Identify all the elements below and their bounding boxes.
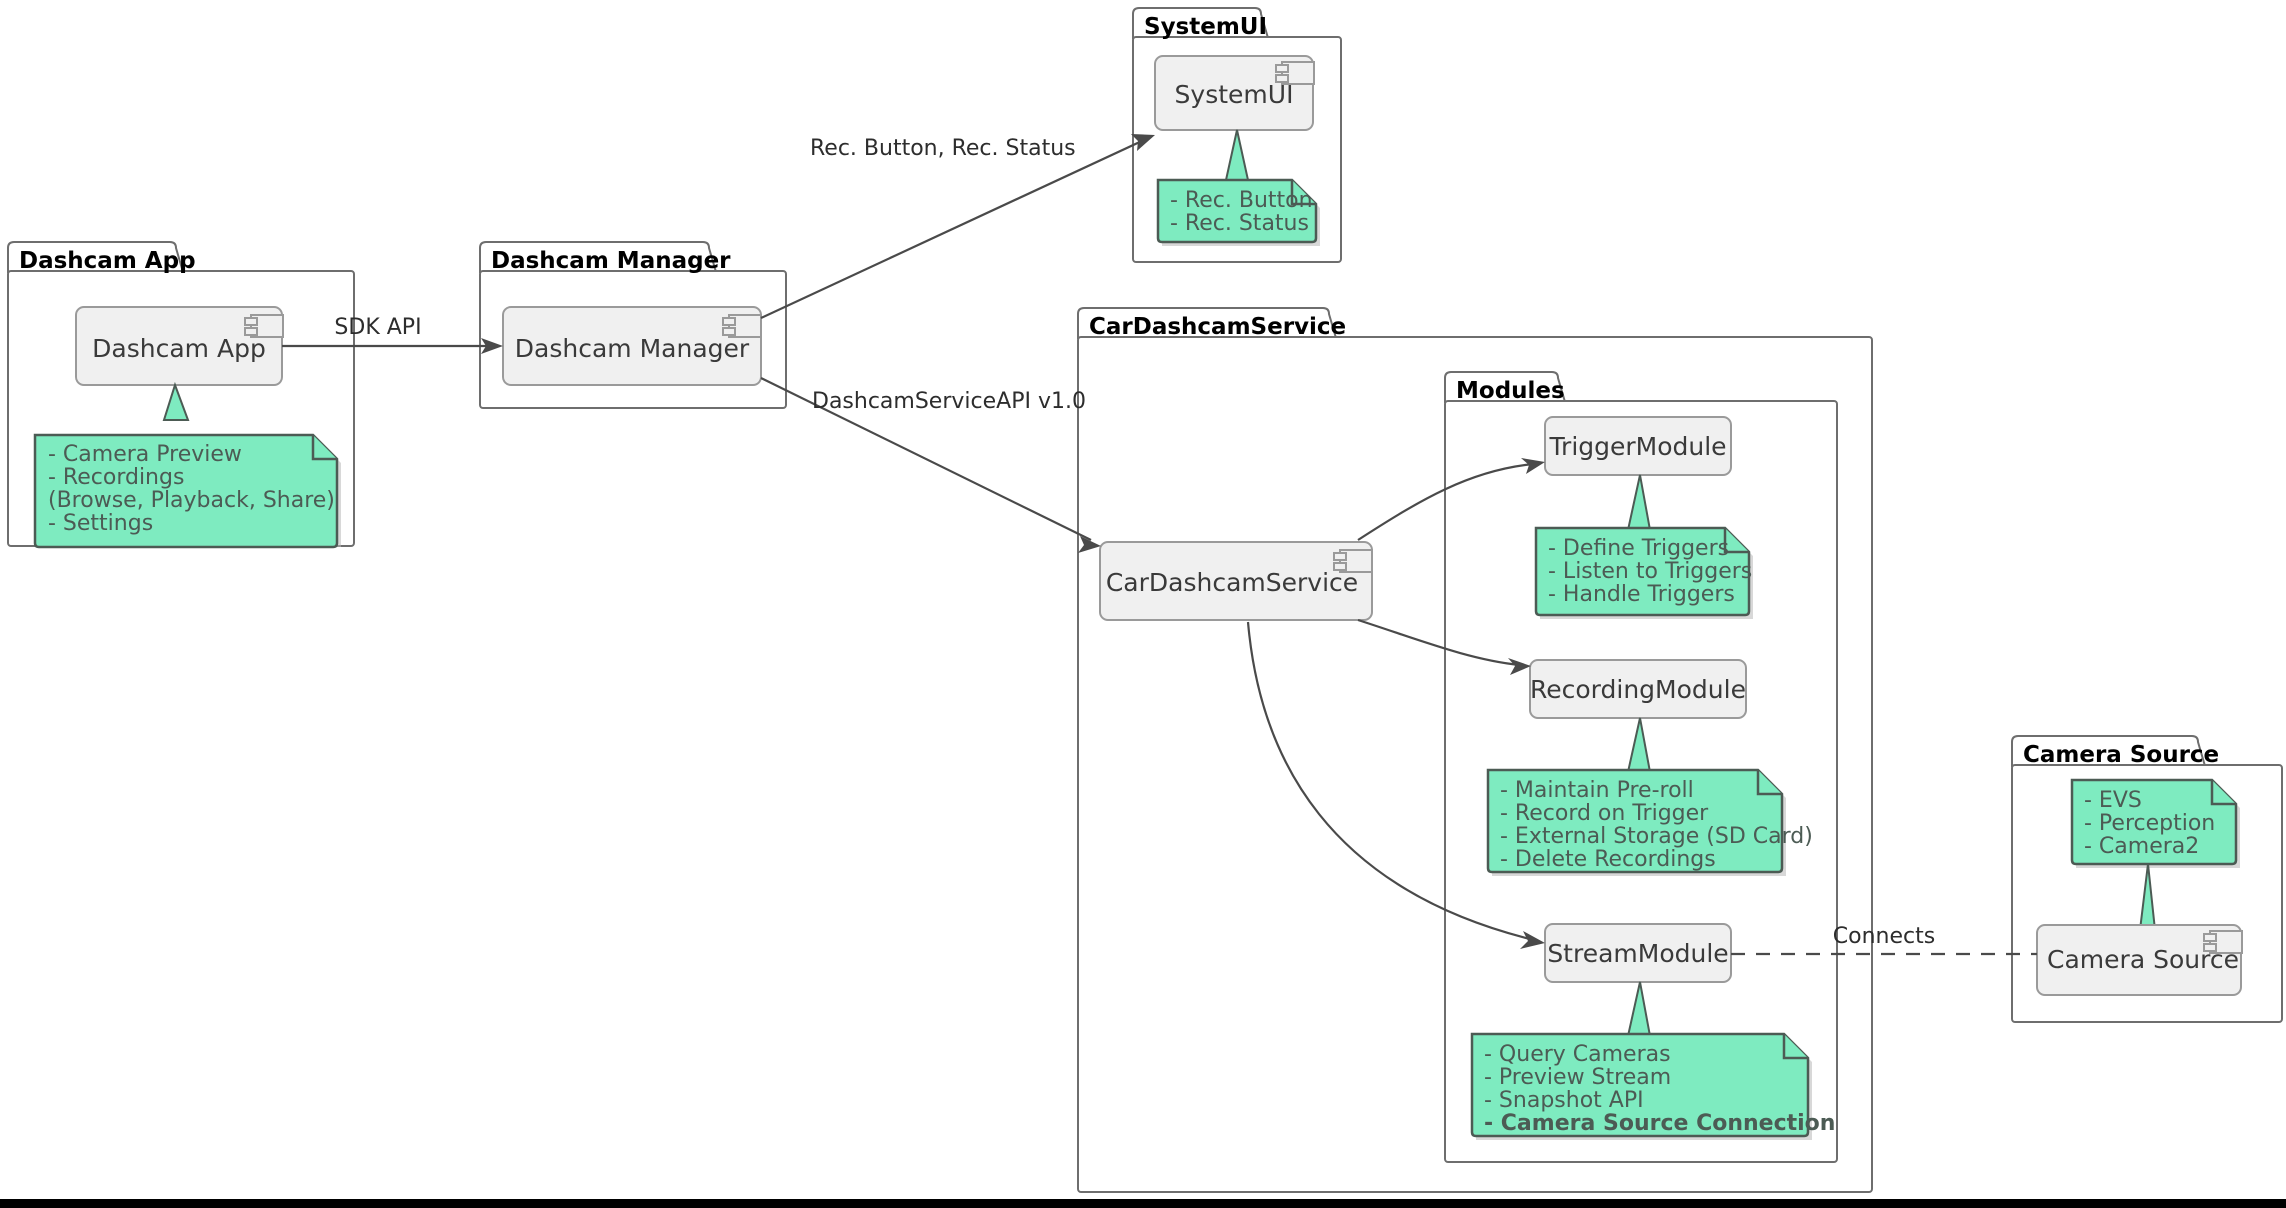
note-line: - Recordings <box>48 465 184 490</box>
edge-service-stream <box>1246 621 1545 949</box>
component-systemui[interactable]: SystemUI <box>1154 55 1315 131</box>
note-streammodule: - Query Cameras - Preview Stream - Snaps… <box>1470 1032 1835 1140</box>
component-triggermodule[interactable]: TriggerModule <box>1544 416 1732 476</box>
component-recordingmodule[interactable]: RecordingModule <box>1529 659 1747 719</box>
note-anchor-dashcam-app <box>162 381 190 421</box>
note-line: - Rec. Button <box>1170 188 1313 213</box>
note-line: - Maintain Pre-roll <box>1500 778 1694 803</box>
note-line: - Camera2 <box>2084 834 2199 859</box>
note-line: - Handle Triggers <box>1548 582 1735 607</box>
note-line: - EVS <box>2084 788 2142 813</box>
edge-label-dashcamserviceapi: DashcamServiceAPI v1.0 <box>812 389 1086 414</box>
component-label-cardashcamservice: CarDashcamService <box>1106 568 1358 597</box>
edge-label-connects: Connects <box>1833 924 1935 949</box>
package-label-modules: Modules <box>1456 378 1565 404</box>
note-line: (Browse, Playback, Share) <box>48 488 335 513</box>
component-label-camera-source: Camera Source <box>2047 945 2239 974</box>
note-line: - Listen to Triggers <box>1548 559 1752 584</box>
edge-dashcamserviceapi: DashcamServiceAPI v1.0 <box>760 377 1101 553</box>
note-line: - Define Triggers <box>1548 536 1729 561</box>
edge-rec-button-status: Rec. Button, Rec. Status <box>760 134 1155 319</box>
edge-label-rec-button-status: Rec. Button, Rec. Status <box>810 136 1076 161</box>
edge-service-trigger <box>1357 458 1545 541</box>
note-line: - Preview Stream <box>1484 1065 1671 1090</box>
bottom-bar <box>0 1199 2286 1208</box>
note-line: - External Storage (SD Card) <box>1500 824 1813 849</box>
component-streammodule[interactable]: StreamModule <box>1544 923 1732 983</box>
component-label-systemui: SystemUI <box>1175 80 1294 109</box>
note-line: - Snapshot API <box>1484 1088 1644 1113</box>
component-dashcam-app[interactable]: Dashcam App <box>75 306 284 386</box>
note-dashcam-app: - Camera Preview - Recordings (Browse, P… <box>33 433 341 549</box>
note-line: - Rec. Status <box>1170 211 1309 236</box>
note-recordingmodule: - Maintain Pre-roll - Record on Trigger … <box>1486 768 1813 876</box>
component-label-triggermodule: TriggerModule <box>1548 432 1726 461</box>
note-camera-source: - EVS - Perception - Camera2 <box>2070 778 2240 868</box>
note-line: - Query Cameras <box>1484 1042 1671 1067</box>
component-label-streammodule: StreamModule <box>1547 939 1728 968</box>
component-label-dashcam-manager: Dashcam Manager <box>515 334 750 363</box>
note-line: - Settings <box>48 511 153 536</box>
package-label-dashcam-app: Dashcam App <box>19 248 196 274</box>
edge-service-recording <box>1357 618 1531 675</box>
package-label-cardashcamservice: CarDashcamService <box>1089 314 1346 340</box>
note-systemui: - Rec. Button - Rec. Status <box>1156 178 1320 246</box>
package-label-camera-source: Camera Source <box>2023 742 2219 768</box>
note-line: - Camera Source Connection <box>1484 1111 1835 1136</box>
package-label-dashcam-manager: Dashcam Manager <box>491 248 731 274</box>
note-line: - Delete Recordings <box>1500 847 1716 872</box>
component-dashcam-manager[interactable]: Dashcam Manager <box>502 306 762 386</box>
note-line: - Camera Preview <box>48 442 242 467</box>
edge-sdk-api: SDK API <box>282 315 503 354</box>
component-label-dashcam-app: Dashcam App <box>92 334 266 363</box>
component-label-recordingmodule: RecordingModule <box>1530 675 1746 704</box>
edge-label-sdk-api: SDK API <box>334 315 421 340</box>
edge-connects: Connects <box>1731 924 2037 956</box>
note-line: - Perception <box>2084 811 2215 836</box>
component-cardashcamservice[interactable]: CarDashcamService <box>1099 541 1373 621</box>
package-label-systemui: SystemUI <box>1144 14 1267 40</box>
component-camera-source[interactable]: Camera Source <box>2036 924 2243 996</box>
note-line: - Record on Trigger <box>1500 801 1709 826</box>
note-triggermodule: - Define Triggers - Listen to Triggers -… <box>1534 526 1753 619</box>
